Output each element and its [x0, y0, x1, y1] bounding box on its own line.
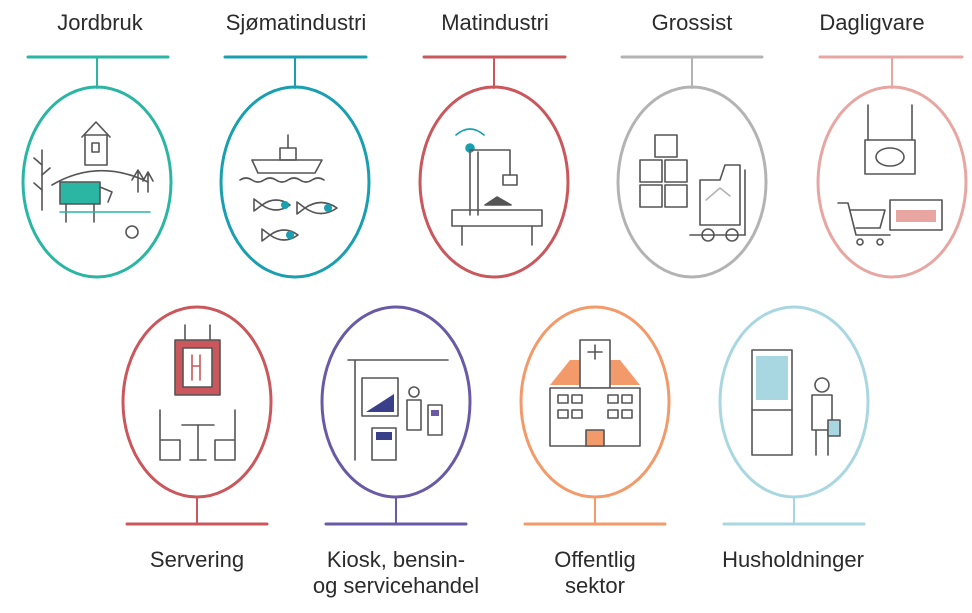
servering-circle: [121, 305, 273, 499]
dagligvare-circle: [816, 85, 968, 279]
dagligvare-group: [816, 55, 968, 279]
fishing-boat-icon: [239, 134, 338, 242]
husholdninger-circle: [718, 305, 870, 499]
offentlig-group: [519, 305, 671, 526]
label-kiosk: Kiosk, bensin- og servicehandel: [312, 547, 480, 598]
kiosk-group: [320, 305, 472, 526]
matindustri-circle: [418, 85, 570, 279]
gas-station-icon: [347, 359, 449, 461]
node-matindustri: Matindustri: [395, 0, 595, 285]
label-offentlig-sektor: Offentlig sektor: [554, 547, 636, 598]
node-jordbruk: Jordbruk: [0, 0, 200, 285]
farm-icon: [33, 121, 154, 239]
grossist-circle: [616, 85, 768, 279]
husholdninger-group: [718, 305, 870, 526]
sjomat-circle: [219, 85, 371, 279]
forklift-icon: [639, 134, 746, 242]
label-jordbruk: Jordbruk: [57, 10, 143, 35]
robot-arm-icon: [451, 128, 543, 246]
label-husholdninger: Husholdninger: [722, 547, 864, 572]
label-grossist: Grossist: [651, 10, 733, 35]
refrigerator-person-icon: [751, 349, 841, 456]
label-servering: Servering: [149, 547, 245, 572]
grocery-store-icon: [837, 104, 943, 246]
jordbruk-circle: [21, 85, 173, 279]
label-dagligvare: Dagligvare: [819, 10, 925, 35]
node-grossist: Grossist: [592, 0, 792, 285]
jordbruk-group: [21, 55, 173, 279]
grossist-group: [616, 55, 768, 279]
label-matindustri: Matindustri: [441, 10, 549, 35]
label-sjomatindustri: Sjømatindustri: [225, 10, 367, 35]
hospital-icon: [549, 339, 641, 447]
restaurant-icon: [159, 324, 236, 461]
node-dagligvare: Dagligvare: [772, 0, 972, 285]
node-sjomatindustri: Sjømatindustri: [196, 0, 396, 285]
sjomat-group: [219, 55, 371, 279]
matindustri-group: [418, 55, 570, 279]
kiosk-circle: [320, 305, 472, 499]
servering-group: [121, 305, 273, 526]
